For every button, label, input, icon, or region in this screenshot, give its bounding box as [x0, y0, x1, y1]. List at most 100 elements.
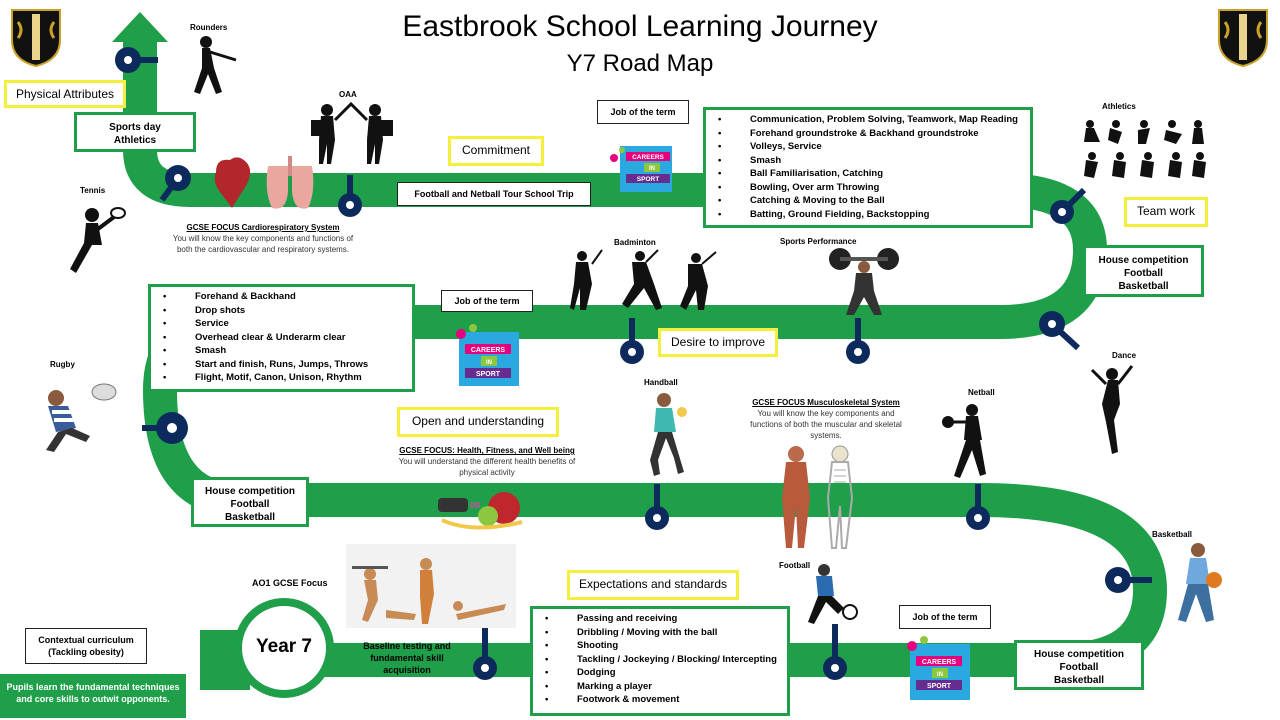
year-label: Year 7: [256, 636, 312, 657]
label-football: Football: [779, 561, 811, 570]
football-player-icon: [808, 564, 858, 624]
dancer-icon: [1090, 365, 1134, 454]
pin: [645, 484, 669, 530]
musculoskeletal-focus-heading: GCSE FOCUS Musculoskeletal System: [752, 398, 900, 407]
house-competition-box-3: House competition Football Basketball: [1014, 640, 1144, 690]
label-oaa: OAA: [339, 90, 357, 99]
muscle-skeleton-icon: [782, 445, 854, 549]
term3-skills-list: Passing and receivingDribbling / Moving …: [530, 606, 790, 716]
skill-item: Passing and receiving: [545, 612, 781, 626]
sports-day-box: Sports day Athletics: [74, 112, 196, 152]
careers-in-sport-icon: CAREERS IN SPORT: [907, 636, 970, 700]
handball-player-icon: [650, 393, 687, 476]
badminton-players-icon: [570, 249, 717, 310]
contextual-curriculum-box: Contextual curriculum (Tackling obesity): [25, 628, 147, 664]
basketball-player-icon: [1178, 543, 1222, 622]
pin: [1039, 311, 1081, 351]
health-focus-text: You will understand the different health…: [398, 457, 576, 477]
svg-text:IN: IN: [937, 672, 943, 678]
skill-item: Footwork & movement: [545, 693, 781, 707]
skill-item: Communication, Problem Solving, Teamwork…: [718, 113, 1024, 127]
tennis-player-icon: [70, 207, 126, 273]
svg-text:IN: IN: [486, 360, 492, 366]
careers-in-sport-icon: CAREERS IN SPORT: [610, 146, 672, 192]
skill-item: Dodging: [545, 666, 781, 680]
skill-item: Forehand groundstroke & Backhand grounds…: [718, 127, 1024, 141]
ao1-label: AO1 GCSE Focus: [252, 578, 328, 588]
musculoskeletal-focus-note: GCSE FOCUS Musculoskeletal System You wi…: [744, 397, 908, 441]
label-tennis: Tennis: [80, 186, 106, 195]
skill-item: Dribbling / Moving with the ball: [545, 626, 781, 640]
value-commitment: Commitment: [448, 136, 544, 166]
pupils-summary: Pupils learn the fundamental techniques …: [0, 674, 186, 718]
skill-item: Tackling / Jockeying / Blocking/ Interce…: [545, 653, 781, 667]
pin: [846, 318, 870, 364]
year-circle: [234, 598, 334, 698]
oaa-figures-icon: [311, 101, 393, 164]
skill-item: Overhead clear & Underarm clear: [163, 331, 406, 345]
skill-item: Shooting: [545, 639, 781, 653]
skill-item: Forehand & Backhand: [163, 290, 406, 304]
job-of-term-1: Job of the term: [597, 100, 689, 124]
svg-text:CAREERS: CAREERS: [471, 347, 506, 354]
crest-left-icon: [11, 9, 61, 68]
value-teamwork: Team work: [1124, 197, 1208, 227]
label-badminton: Badminton: [614, 238, 656, 247]
health-focus-heading: GCSE FOCUS: Health, Fitness, and Well be…: [399, 446, 575, 455]
pin: [1050, 187, 1087, 224]
skill-item: Smash: [163, 344, 406, 358]
baseline-testing-icon: [346, 544, 516, 628]
skill-item: Volleys, Service: [718, 140, 1024, 154]
label-rugby: Rugby: [50, 360, 75, 369]
skill-item: Batting, Ground Fielding, Backstopping: [718, 208, 1024, 222]
careers-in-sport-icon: CAREERS IN SPORT: [456, 324, 519, 386]
pin: [159, 165, 191, 202]
pin: [142, 412, 188, 444]
pin: [115, 47, 158, 73]
netball-player-icon: [942, 404, 986, 478]
label-dance: Dance: [1112, 351, 1137, 360]
pin: [338, 175, 362, 217]
map-pins: [115, 47, 1152, 680]
svg-text:IN: IN: [649, 166, 655, 172]
label-basketball: Basketball: [1152, 530, 1193, 539]
label-handball: Handball: [644, 378, 678, 387]
skill-item: Bowling, Over arm Throwing: [718, 181, 1024, 195]
cardio-focus-text: You will know the key components and fun…: [172, 234, 354, 254]
svg-text:CAREERS: CAREERS: [922, 659, 957, 666]
skill-item: Smash: [718, 154, 1024, 168]
pin: [473, 624, 497, 680]
pin: [823, 624, 847, 680]
skill-item: Marking a player: [545, 680, 781, 694]
term1-skills-list: Communication, Problem Solving, Teamwork…: [703, 107, 1033, 228]
house-competition-box-2: House competition Football Basketball: [191, 477, 309, 527]
value-open: Open and understanding: [397, 407, 559, 437]
musculoskeletal-focus-text: You will know the key components and fun…: [750, 409, 902, 440]
skill-item: Catching & Moving to the Ball: [718, 194, 1024, 208]
pin: [966, 484, 990, 530]
crest-right-icon: [1218, 9, 1268, 68]
cardio-focus-note: GCSE FOCUS Cardiorespiratory System You …: [166, 222, 360, 255]
weightlifter-icon: [829, 248, 899, 315]
label-athletics: Athletics: [1102, 102, 1136, 111]
cardio-focus-heading: GCSE FOCUS Cardiorespiratory System: [186, 223, 340, 232]
careers-text: CAREERS: [632, 154, 664, 161]
trip-box: Football and Netball Tour School Trip: [397, 182, 591, 206]
svg-text:SPORT: SPORT: [927, 683, 952, 690]
house-competition-box-1: House competition Football Basketball: [1083, 245, 1204, 297]
rugby-player-icon: [46, 383, 117, 452]
label-sports-performance: Sports Performance: [780, 237, 857, 246]
job-of-term-2: Job of the term: [441, 290, 533, 312]
value-expectations: Expectations and standards: [567, 570, 739, 600]
healthy-food-weights-icon: [438, 492, 523, 530]
pin: [620, 318, 644, 364]
value-desire: Desire to improve: [658, 328, 778, 357]
health-focus-note: GCSE FOCUS: Health, Fitness, and Well be…: [394, 445, 580, 478]
label-netball: Netball: [968, 388, 995, 397]
athletics-figures-icon: [1084, 120, 1206, 178]
svg-text:SPORT: SPORT: [637, 176, 659, 183]
pin: [1105, 567, 1152, 593]
skill-item: Ball Familiarisation, Catching: [718, 167, 1024, 181]
value-physical-attributes: Physical Attributes: [4, 80, 126, 108]
skill-item: Start and finish, Runs, Jumps, Throws: [163, 358, 406, 372]
